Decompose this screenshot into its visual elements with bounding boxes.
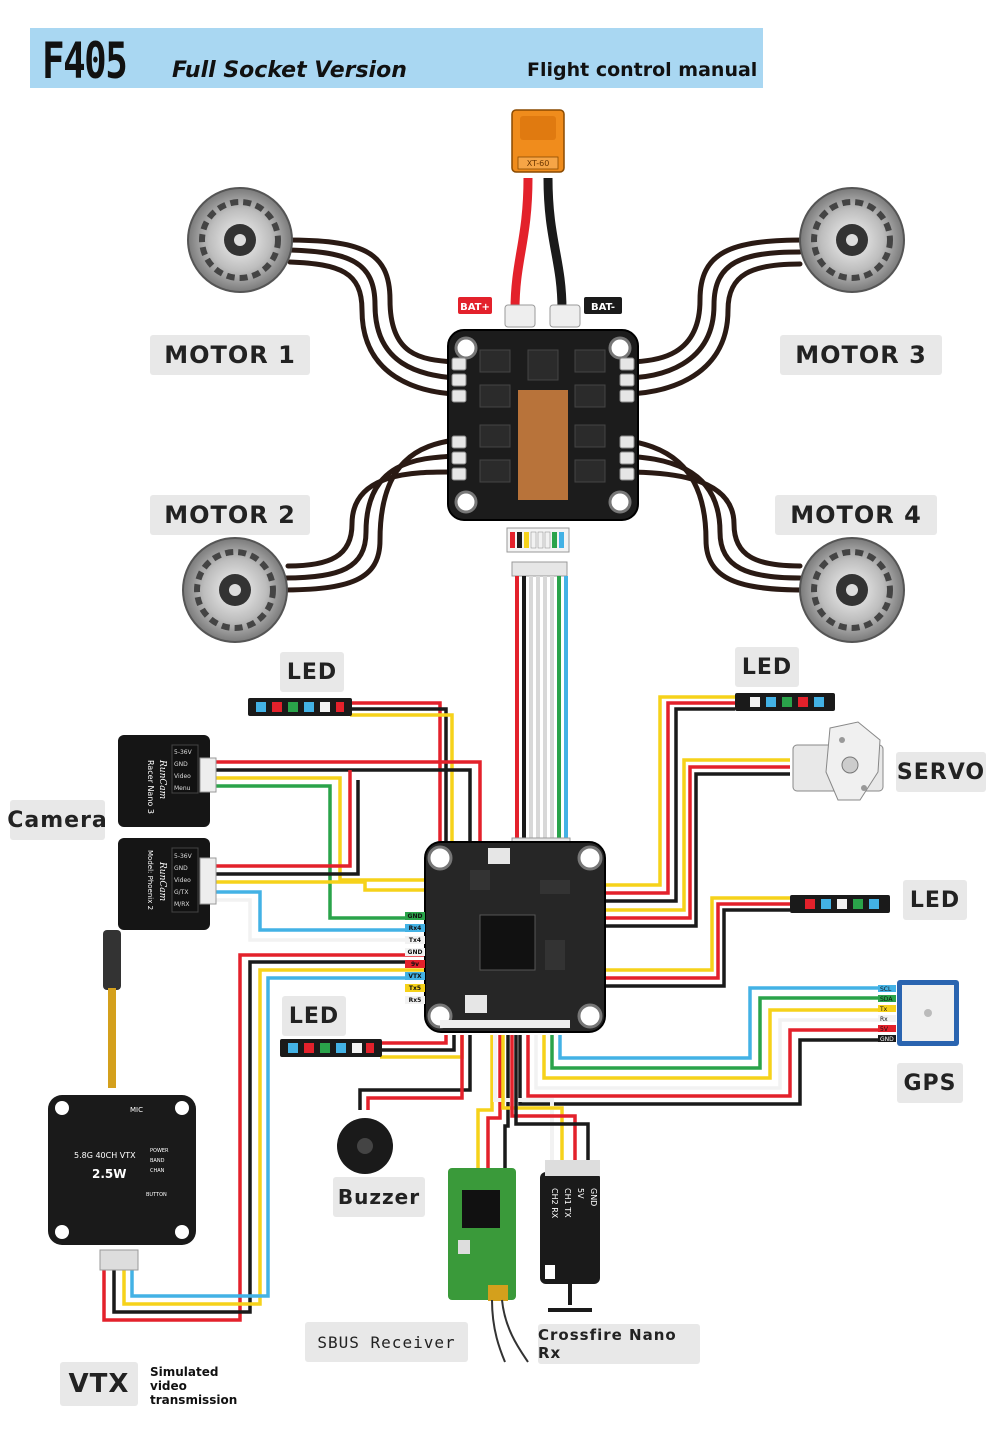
motor-4: [799, 537, 905, 643]
camera-label: Camera: [7, 800, 107, 840]
svg-text:Menu: Menu: [174, 785, 191, 792]
svg-text:CH1 TX: CH1 TX: [563, 1188, 572, 1218]
svg-text:5-36V: 5-36V: [174, 853, 193, 860]
motor-2-label: MOTOR 2: [150, 495, 310, 535]
led-top-left-label: LED: [280, 652, 344, 692]
led-right-label: LED: [903, 880, 967, 920]
header-banner: F405 Full Socket Version Flight control …: [30, 28, 763, 90]
svg-text:GND: GND: [174, 761, 188, 768]
battery-wires: [510, 177, 567, 311]
buzzer-label: Buzzer: [333, 1177, 425, 1217]
esc-fc-harness: [511, 561, 571, 855]
motor-2: [182, 537, 288, 643]
svg-text:G/TX: G/TX: [174, 889, 188, 896]
servo-label: SERVO: [896, 752, 986, 792]
gps-label: GPS: [897, 1063, 963, 1103]
svg-text:CHAN: CHAN: [150, 1168, 165, 1174]
svg-text:5-36V: 5-36V: [174, 749, 193, 756]
vtx-module: MIC 5.8G 40CH VTX 2.5W POWER BAND CHAN B…: [48, 930, 196, 1271]
svg-text:Tx: Tx: [879, 1006, 888, 1013]
led-strip-bottom-left: [280, 1039, 382, 1057]
camera-phoenix: 5-36V GND Video G/TX M/RX RunCam Model: …: [118, 838, 217, 930]
led-strip-top-left: [248, 698, 352, 716]
svg-text:Rx: Rx: [880, 1016, 888, 1023]
svg-text:GND: GND: [589, 1188, 598, 1206]
svg-text:Model: Phoenix 2: Model: Phoenix 2: [146, 850, 154, 910]
motor-1-label: MOTOR 1: [150, 335, 310, 375]
servo: [792, 721, 884, 801]
svg-text:2.5W: 2.5W: [92, 1167, 127, 1181]
sbus-receiver-label: SBUS Receiver: [305, 1322, 468, 1362]
svg-text:SCL: SCL: [880, 986, 892, 993]
svg-text:5V: 5V: [576, 1188, 585, 1199]
svg-text:GND: GND: [880, 1036, 894, 1043]
sbus-receiver: [448, 1168, 529, 1363]
svg-text:BAT+: BAT+: [460, 302, 490, 313]
svg-text:Racer Nano 3: Racer Nano 3: [146, 760, 155, 814]
motor-4-label: MOTOR 4: [775, 495, 937, 535]
led-left-label: LED: [282, 996, 346, 1036]
bat-minus-tag: BAT-: [584, 297, 622, 314]
flight-controller: [424, 841, 606, 1033]
svg-text:BAT-: BAT-: [591, 302, 615, 313]
fc-pin-4: 9v: [411, 961, 419, 968]
crossfire-label: Crossfire Nano Rx: [538, 1324, 700, 1364]
fc-pin-5: VTX: [408, 973, 422, 980]
xt60-connector: XT-60: [511, 109, 565, 173]
fc-left-pins: GND Rx4 Tx4 GND 9v VTX Tx5 Rx5: [405, 912, 425, 1004]
motor-wires: [277, 237, 808, 593]
motor-3: [799, 187, 905, 293]
buzzer: [337, 1118, 393, 1174]
svg-text:BAND: BAND: [150, 1158, 165, 1164]
camera-racer-nano: 5-36V GND Video Menu RunCam Racer Nano 3: [118, 735, 217, 827]
header-right-text: Flight control manual: [527, 59, 758, 81]
peripheral-wires: [102, 695, 880, 1322]
fc-pin-7: Rx5: [409, 997, 422, 1004]
svg-text:CH2 RX: CH2 RX: [550, 1188, 559, 1219]
vtx-label: VTX: [60, 1362, 138, 1406]
svg-text:Video: Video: [174, 877, 191, 884]
svg-text:POWER: POWER: [150, 1148, 169, 1154]
header-subtitle: Full Socket Version: [172, 58, 407, 83]
fc-pin-3: GND: [408, 949, 423, 956]
esc-board: [447, 304, 639, 553]
bat-plus-tag: BAT+: [458, 297, 492, 314]
led-top-right-label: LED: [735, 647, 799, 687]
header-title: F405: [42, 32, 128, 90]
crossfire-receiver: CH2 RX CH1 TX 5V GND: [540, 1160, 600, 1312]
xt60-label: XT-60: [527, 159, 550, 168]
svg-text:RunCam: RunCam: [157, 861, 167, 901]
svg-text:5V: 5V: [880, 1026, 889, 1033]
svg-text:RunCam: RunCam: [157, 759, 167, 799]
svg-text:Video: Video: [174, 773, 191, 780]
fc-pin-1: Rx4: [409, 925, 422, 932]
svg-text:MIC: MIC: [130, 1106, 143, 1114]
svg-text:GND: GND: [174, 865, 188, 872]
gps-module: SCL SDA Tx Rx 5V GND: [878, 980, 959, 1046]
svg-text:5.8G 40CH VTX: 5.8G 40CH VTX: [74, 1151, 136, 1160]
led-strip-top-right: [735, 693, 835, 711]
led-strip-right: [790, 895, 890, 913]
fc-pin-6: Tx5: [409, 985, 421, 992]
svg-text:M/RX: M/RX: [174, 901, 189, 908]
fc-pin-2: Tx4: [409, 937, 421, 944]
motor-3-label: MOTOR 3: [780, 335, 942, 375]
svg-text:SDA: SDA: [880, 996, 893, 1003]
vtx-note: Simulated video transmission: [150, 1365, 238, 1407]
svg-text:BUTTON: BUTTON: [146, 1192, 167, 1198]
fc-pin-0: GND: [408, 913, 423, 920]
motor-1: [187, 187, 293, 293]
